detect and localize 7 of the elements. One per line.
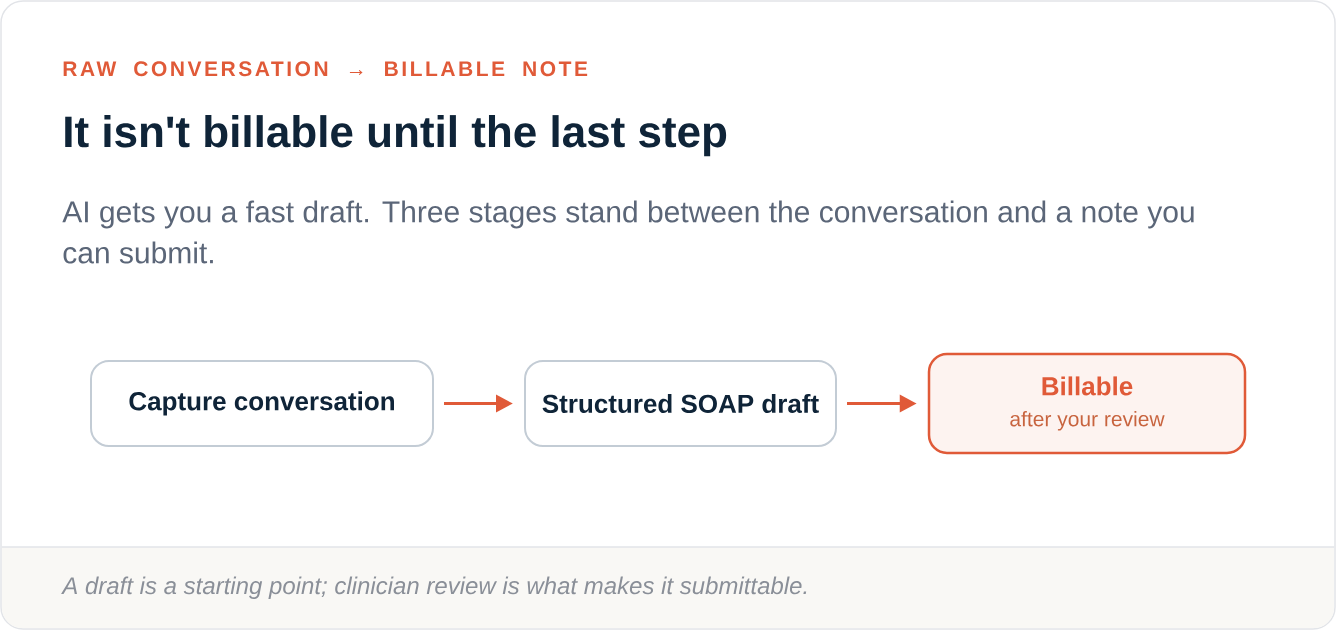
stage-box: Billable after your review <box>927 352 1247 455</box>
stage-box: Structured SOAP draft <box>524 360 837 447</box>
subtitle: AI gets you a fast draft. Three stages stand between the conversation and a note you can submit. <box>62 200 1194 264</box>
footnote: A draft is a starting point; clinician review is what makes it submittable. <box>61 576 807 599</box>
eyebrow-label: RAW CONVERSATION → BILLABLE NOTE <box>63 61 588 77</box>
heading: It isn't billable until the last step <box>65 115 727 157</box>
stage-box: Capture conversation <box>90 360 434 447</box>
